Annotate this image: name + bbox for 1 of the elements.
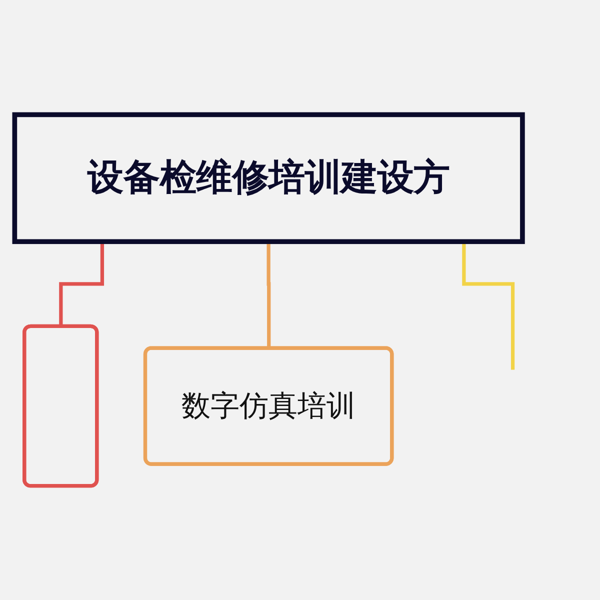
node-box: 设备检维修培训建设方 bbox=[12, 112, 525, 244]
